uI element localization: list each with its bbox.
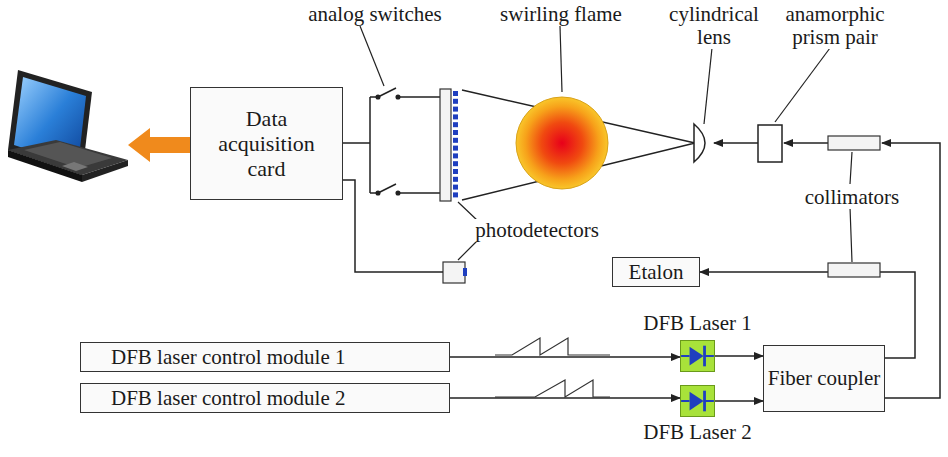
detector-element bbox=[453, 99, 458, 104]
connector bbox=[715, 400, 763, 402]
box-label: DFB laser control module 2 bbox=[111, 386, 345, 410]
photodetector-elements bbox=[453, 91, 458, 197]
part-label: anamorphic prism pair bbox=[772, 3, 898, 49]
laptop-icon bbox=[8, 70, 128, 182]
reference-photodetector bbox=[443, 262, 465, 283]
signal-wire bbox=[333, 180, 443, 272]
detector-element bbox=[453, 161, 458, 166]
prism-pair bbox=[758, 125, 782, 162]
detector-element bbox=[453, 130, 458, 135]
cylindrical-lens bbox=[694, 124, 705, 162]
swirling-flame bbox=[516, 97, 608, 189]
daq-box: Data acquisition card bbox=[190, 87, 343, 200]
box-label: DFB laser control module 1 bbox=[111, 345, 345, 369]
switch-wiring bbox=[333, 88, 440, 195]
diode-symbol bbox=[681, 341, 714, 371]
connector bbox=[715, 355, 763, 357]
detector-array bbox=[440, 89, 451, 201]
leader-lines bbox=[360, 26, 852, 262]
part-label: photodetectors bbox=[462, 219, 612, 242]
connector bbox=[450, 356, 680, 358]
collimator bbox=[828, 263, 880, 277]
detector-element bbox=[453, 177, 458, 182]
output-arrow bbox=[128, 128, 190, 162]
detector-element bbox=[463, 268, 467, 276]
beam-fan bbox=[462, 90, 695, 200]
detector-element bbox=[453, 122, 458, 127]
detector-element bbox=[453, 114, 458, 119]
detector-element bbox=[453, 107, 458, 112]
laser-label: DFB Laser 2 bbox=[643, 420, 752, 444]
detector-element bbox=[453, 91, 458, 96]
laser-label: DFB Laser 1 bbox=[643, 311, 752, 335]
detector-element bbox=[453, 169, 458, 174]
laser-diode: DFB Laser 1 bbox=[680, 340, 715, 372]
control-module: DFB laser control module 1 bbox=[80, 342, 450, 372]
collimator bbox=[828, 136, 880, 150]
laser-diode: DFB Laser 2 bbox=[680, 385, 715, 417]
detector-element bbox=[453, 153, 458, 158]
detector-element bbox=[453, 138, 458, 143]
diode-symbol bbox=[681, 386, 714, 416]
beam-arrow bbox=[784, 142, 828, 144]
box-label: Etalon bbox=[629, 260, 684, 284]
etalon-box: Etalon bbox=[612, 257, 700, 287]
part-label: analog switches bbox=[300, 3, 450, 26]
part-label: cylindrical lens bbox=[668, 3, 760, 49]
part-label: collimators bbox=[797, 186, 907, 209]
fiber-coupler: Fiber coupler bbox=[763, 345, 885, 412]
detector-element bbox=[453, 185, 458, 190]
sawtooth-waveform bbox=[495, 338, 610, 397]
detector-element bbox=[453, 146, 458, 151]
box-label: Data acquisition card bbox=[191, 106, 342, 182]
detector-element bbox=[453, 192, 458, 197]
beam-arrow bbox=[714, 142, 758, 144]
box-label: Fiber coupler bbox=[768, 366, 881, 390]
part-label: swirling flame bbox=[486, 3, 636, 26]
control-module: DFB laser control module 2 bbox=[80, 383, 450, 413]
